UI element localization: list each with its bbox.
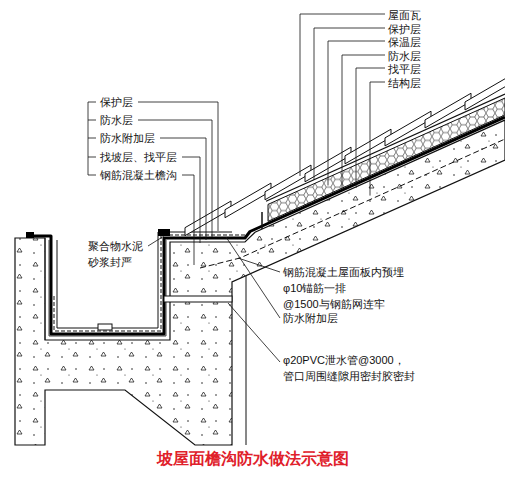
callout-label: 屋面瓦: [388, 8, 421, 22]
callout-label: 保护层: [100, 95, 133, 109]
diagram-title: 坡屋面檐沟防水做法示意图: [0, 449, 505, 470]
curb-edge: [261, 212, 263, 229]
roof-tile: [265, 165, 311, 200]
roof-tile: [345, 129, 391, 164]
sealant: [158, 229, 170, 236]
wall-line: [246, 276, 247, 445]
waterproof-membrane: [28, 117, 505, 334]
roof-tile: [425, 93, 471, 128]
roof-tile: [465, 75, 505, 110]
gutter-outlet: [98, 324, 112, 330]
callout-label: 钢筋混凝土屋面板内预埋 φ10锚筋一排@1500与钢筋网连牢: [283, 264, 404, 312]
callout-label: 防水附加层: [100, 131, 155, 145]
roof-tile: [385, 111, 431, 146]
callout-label: 找平层: [388, 62, 421, 76]
pvc-drain-pipe: [164, 296, 232, 302]
callout-label: 防水层: [388, 49, 421, 63]
callout-label: 钢筋混凝土檐沟: [100, 168, 177, 182]
concrete-structure: [15, 120, 505, 445]
callout-label: 防水层: [100, 113, 133, 127]
callout-label: 保护层: [388, 22, 421, 36]
callout-label: 保温层: [388, 35, 421, 49]
additional-waterproof-layer: [54, 235, 248, 331]
leveling-layer: [49, 240, 166, 336]
protection-layer: [57, 232, 232, 328]
callout-label: 结构层: [388, 76, 421, 90]
leveling-layer: [45, 238, 46, 340]
callout-label: φ20PVC泄水管@3000， 管口周围缝隙用密封胶密封: [283, 352, 415, 384]
roof-tile: [185, 201, 231, 236]
roof-tile: [225, 183, 271, 218]
callout-label: 防水附加层: [283, 311, 338, 325]
roof-protection-layer: [266, 94, 505, 201]
callout-label: 找坡层、找平层: [100, 150, 177, 164]
sealant: [26, 232, 34, 238]
roof-tiles: [185, 75, 505, 235]
callout-label: 聚合物水泥 砂浆封严: [88, 238, 143, 270]
insulation-layer: [268, 98, 505, 221]
